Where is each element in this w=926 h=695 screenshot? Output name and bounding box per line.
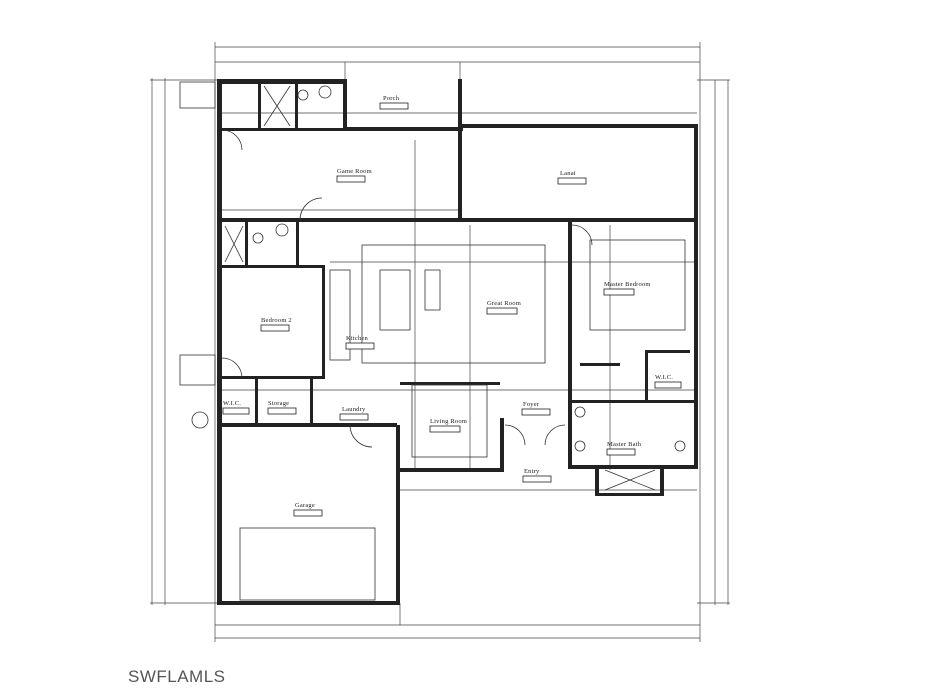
watermark-logo: SWFLAMLS: [128, 667, 226, 686]
fixtures: [179, 81, 686, 601]
room-label-game-room: Game Room: [337, 168, 372, 175]
room-label-porch: Porch: [383, 95, 400, 102]
room-label-living-room: Living Room: [430, 418, 467, 425]
room-label-great-room: Great Room: [487, 300, 521, 307]
room-label-master-bedroom: Master Bedroom: [604, 281, 651, 288]
room-label-entry: Entry: [524, 468, 540, 475]
room-label-wic-2: W.I.C.: [655, 374, 673, 381]
room-label-master-bath: Master Bath: [607, 441, 642, 448]
dimension-lines: [150, 42, 730, 642]
room-label-lanai: Lanai: [560, 170, 576, 177]
room-label-laundry: Laundry: [342, 406, 366, 413]
room-label-wic-1: W.I.C.: [223, 400, 241, 407]
room-label-kitchen: Kitchen: [346, 335, 369, 342]
room-label-storage: Storage: [268, 400, 289, 407]
room-label-foyer: Foyer: [523, 401, 540, 408]
walls: [217, 79, 698, 605]
room-label-garage: Garage: [295, 502, 315, 509]
room-label-bedroom-2: Bedroom 2: [261, 317, 292, 324]
room-labels: Porch Game Room Lanai Great Room Master …: [222, 95, 682, 517]
